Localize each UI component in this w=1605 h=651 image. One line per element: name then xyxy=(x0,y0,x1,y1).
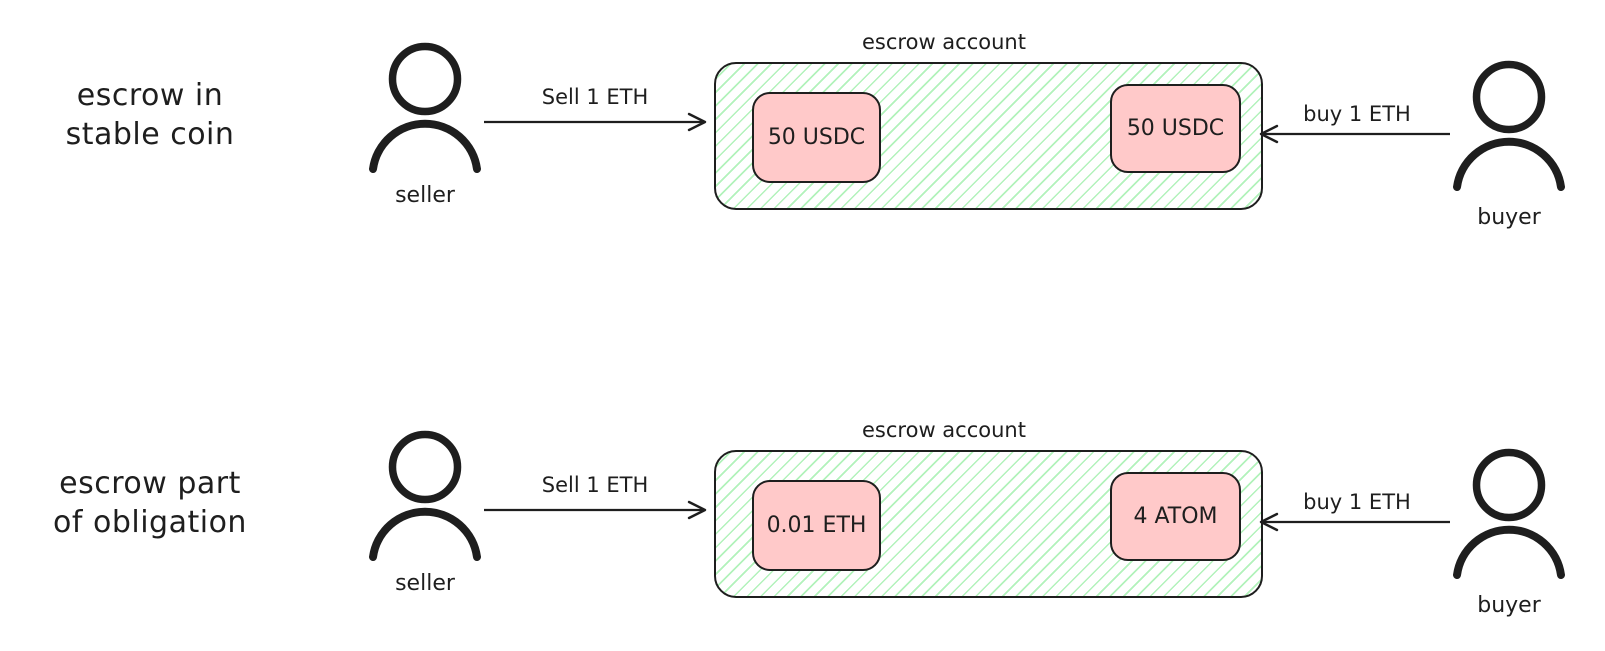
sell-arrow-right-icon xyxy=(484,500,707,520)
buyer-figure: buyer xyxy=(1450,448,1568,618)
escrow-account-box: 0.01 ETH 4 ATOM xyxy=(714,450,1263,598)
person-icon xyxy=(369,42,481,173)
person-icon xyxy=(1453,448,1565,579)
escrow-token-left: 50 USDC xyxy=(752,92,881,183)
person-icon xyxy=(1453,60,1565,191)
buy-arrow-left-icon xyxy=(1259,124,1450,144)
row-title: escrow part of obligation xyxy=(0,464,300,542)
buyer-label: buyer xyxy=(1477,593,1541,618)
seller-label: seller xyxy=(395,183,455,208)
row-title-line1: escrow in xyxy=(76,78,224,113)
escrow-token-right: 4 ATOM xyxy=(1110,472,1241,561)
escrow-token-right: 50 USDC xyxy=(1110,84,1241,173)
row-title-line1: escrow part xyxy=(59,466,241,501)
escrow-account-title: escrow account xyxy=(862,418,1026,442)
escrow-row-stable-coin: escrow in stable coin seller Sell 1 ETH … xyxy=(0,30,1605,260)
buy-arrow-label: buy 1 ETH xyxy=(1303,490,1411,514)
escrow-account-title: escrow account xyxy=(862,30,1026,54)
escrow-token-left: 0.01 ETH xyxy=(752,480,881,571)
escrow-account-box: 50 USDC 50 USDC xyxy=(714,62,1263,210)
seller-figure: seller xyxy=(366,430,484,596)
seller-label: seller xyxy=(395,571,455,596)
person-icon xyxy=(369,430,481,561)
buy-arrow-label: buy 1 ETH xyxy=(1303,102,1411,126)
escrow-row-part-obligation: escrow part of obligation seller Sell 1 … xyxy=(0,418,1605,648)
buyer-label: buyer xyxy=(1477,205,1541,230)
seller-figure: seller xyxy=(366,42,484,208)
sell-arrow-label: Sell 1 ETH xyxy=(541,85,649,109)
row-title-line2: of obligation xyxy=(53,505,247,540)
sell-arrow-right-icon xyxy=(484,112,707,132)
row-title-line2: stable coin xyxy=(65,117,235,152)
sell-arrow-label: Sell 1 ETH xyxy=(541,473,649,497)
row-title: escrow in stable coin xyxy=(0,76,300,154)
buy-arrow-left-icon xyxy=(1259,512,1450,532)
buyer-figure: buyer xyxy=(1450,60,1568,230)
